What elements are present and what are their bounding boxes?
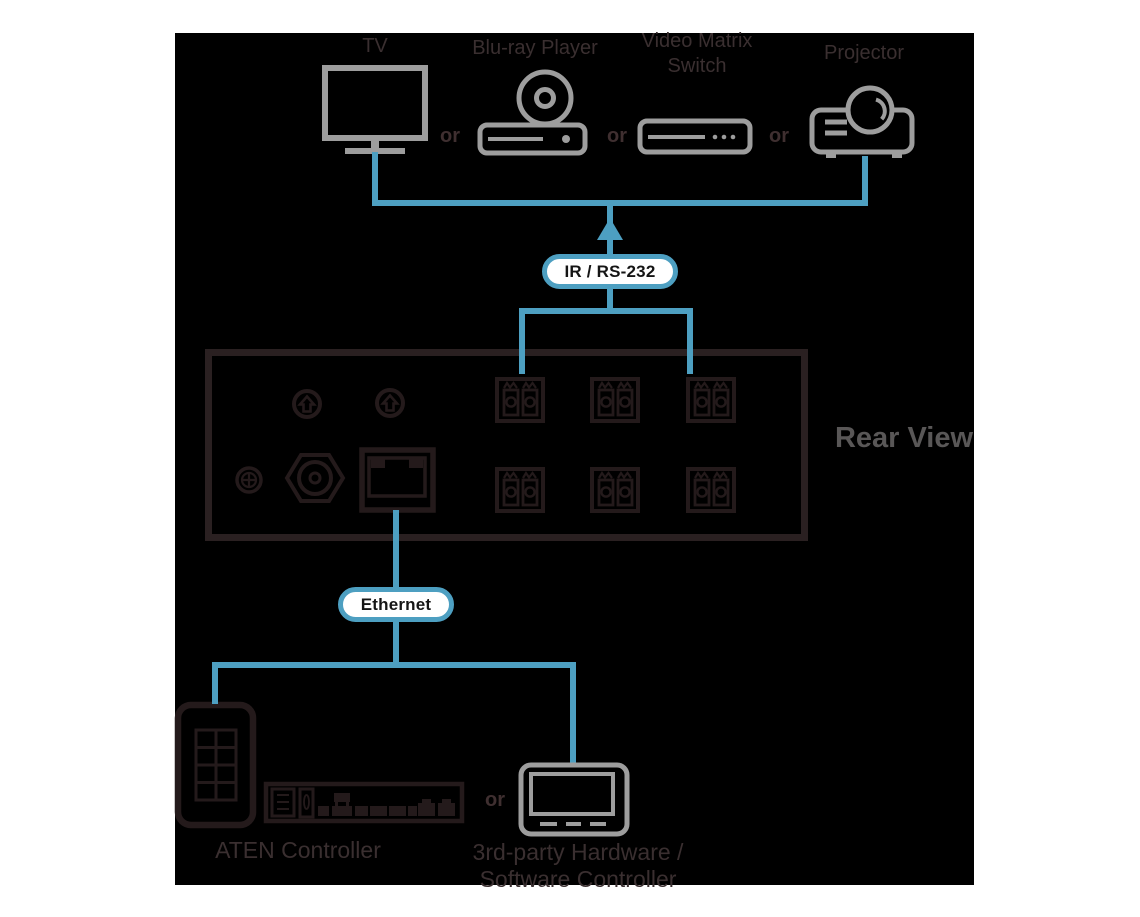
or-label-3: or: [769, 125, 789, 147]
connector-bracket-horizontal: [519, 308, 693, 314]
or-label-4: or: [485, 789, 505, 811]
matrix-label: Video Matrix Switch: [641, 30, 753, 77]
tv-icon: [322, 65, 428, 154]
connector-bracket-stem: [607, 288, 613, 314]
ethernet-label: Ethernet: [360, 594, 432, 614]
or-label-1: or: [440, 125, 460, 147]
connector-tv-drop: [372, 152, 378, 206]
connector-projector-drop: [862, 156, 868, 206]
rear-view-label: Rear View: [834, 422, 974, 454]
power-jack-icon: [284, 453, 346, 503]
connector-keypad-drop: [212, 662, 218, 704]
ir-rs232-label: IR / RS-232: [564, 261, 656, 281]
ethernet-badge: Ethernet: [338, 587, 454, 622]
rear-panel-icon: [205, 349, 808, 541]
ground-screw-icon: [235, 466, 263, 494]
or-label-2: or: [607, 125, 627, 147]
rack-icon: [263, 781, 465, 824]
connector-bracket-right-drop: [687, 308, 693, 374]
tv-label: TV: [362, 35, 388, 57]
ir-rs232-badge: IR / RS-232: [542, 254, 678, 289]
connector-tablet-drop: [570, 662, 576, 765]
arrow-up-icon: [597, 218, 623, 240]
projector-icon: [809, 85, 915, 158]
keypad-icon: [174, 701, 257, 829]
rj45-port-icon: [359, 447, 436, 513]
aten-controller-label: ATEN Controller: [215, 837, 381, 863]
bluray-label: Blu-ray Player: [472, 37, 598, 59]
third-party-controller-label: 3rd-party Hardware / Software Controller: [472, 839, 684, 892]
projector-label: Projector: [823, 42, 905, 64]
bluray-icon: [477, 69, 588, 156]
matrix-icon: [637, 118, 753, 155]
connector-bracket-left-drop: [519, 308, 525, 374]
tablet-icon: [518, 762, 630, 837]
connector-top-horizontal: [372, 200, 868, 206]
connector-bottom-horizontal: [212, 662, 576, 668]
